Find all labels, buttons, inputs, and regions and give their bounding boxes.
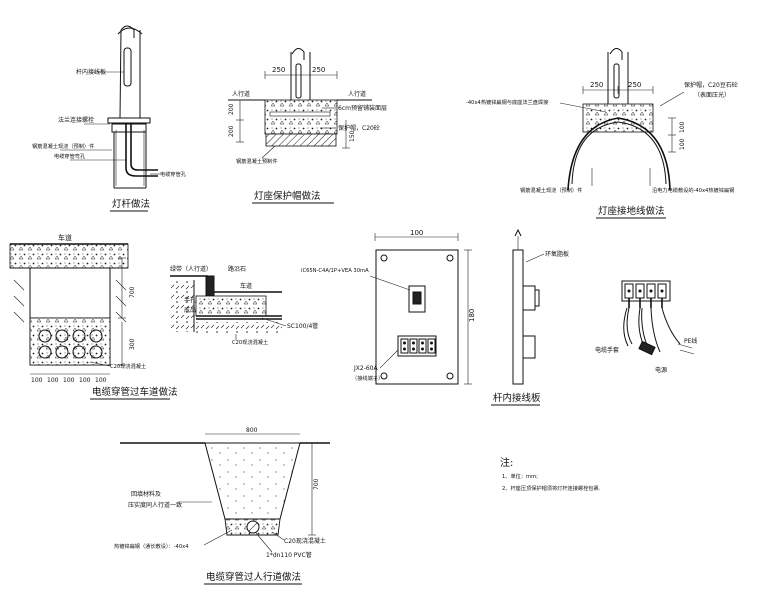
label-power-source: 电源 — [655, 366, 667, 374]
dim-road-w2: 100 — [47, 377, 59, 384]
dim-ground-h1: 100 — [679, 121, 686, 133]
dim-road-300: 300 — [129, 338, 136, 350]
label-sc-pipe: SC100/4管 — [287, 322, 318, 330]
note-item-1: 1、单位：mm; — [502, 472, 538, 480]
title-cap-method: 灯座保护帽做法 — [254, 190, 321, 202]
dim-cap-h3: 150 — [349, 130, 356, 142]
notes-block: 注: 1、单位：mm; 2、杆座压顶保护帽须将灯杆连接螺栓包裹. — [500, 456, 601, 492]
label-curb-road: 车道 — [240, 282, 252, 290]
notes-title: 注: — [500, 456, 513, 469]
title-ground-method: 灯座接地线做法 — [598, 205, 665, 217]
dim-ground-h2: 100 — [679, 138, 686, 150]
label-terminal-model: JX2-60A — [353, 365, 378, 372]
terminal-block — [400, 338, 436, 354]
label-pe-line: PE线 — [684, 337, 697, 345]
label-finished: 成品 — [184, 306, 196, 314]
label-cap-base: 钢筋混凝土预制件 — [236, 157, 278, 165]
label-sidewalk-right: 人行道 — [348, 90, 366, 98]
label-ground-cap-note: （表面压光） — [694, 91, 730, 99]
title-pole-method: 灯杆做法 — [112, 198, 150, 210]
label-road: 车道 — [58, 233, 72, 242]
sidewalk-crossing-detail: 800 700 回填材料及 压实度同人行道一致 热镀锌扁钢（通长敷设）：-40x… — [114, 427, 330, 585]
note-item-2: 2、杆座压顶保护帽须将灯杆连接螺栓包裹. — [502, 484, 601, 492]
label-galvanized-strip: 热镀锌扁钢（通长敷设）：-40x4 — [114, 542, 189, 550]
label-cap-concrete: 保护帽，C20砼 — [338, 124, 380, 132]
pole-detail: 杆内接线板 法兰连接螺栓 钢筋混凝土现浇（预制）件 电缆穿管弯孔 电缆穿管孔 灯… — [32, 25, 187, 212]
label-curb-concrete: C20现浇混凝土 — [232, 338, 268, 346]
label-ground-cap: 保护帽，C20豆石砼 — [684, 81, 738, 89]
label-breaker-model: iC65N-C4A/1P+VEA 30mA — [301, 268, 369, 274]
dim-sidewalk-top: 800 — [246, 427, 258, 434]
dim-sidewalk-depth: 700 — [313, 478, 320, 490]
cap-detail: 250 250 人行道 人行道 200 200 150 6cm预留铺装面层 保护… — [228, 48, 387, 204]
label-paving: 6cm预留铺装面层 — [338, 104, 387, 112]
dim-ground-left: 250 — [590, 81, 603, 89]
label-backfill: 回填材料及 — [131, 490, 161, 498]
label-backfill-compaction: 压实度同人行道一致 — [128, 501, 182, 509]
dim-cap-h1: 200 — [228, 103, 235, 115]
dim-ground-right: 250 — [628, 81, 641, 89]
title-board: 杆内接线板 — [493, 392, 541, 404]
label-sidewalk-concrete: C20现浇混凝土 — [284, 537, 326, 545]
label-cable-hole: 电缆穿管孔 — [160, 170, 187, 178]
dim-road-700: 700 — [129, 286, 136, 298]
label-road-concrete: C20现浇混凝土 — [110, 362, 146, 370]
label-cable-gland: 电缆手套 — [595, 346, 619, 354]
label-terminal-note: （接线端子） — [352, 374, 383, 382]
label-sidewalk-left: 人行道 — [232, 90, 250, 98]
dim-road-w4: 100 — [79, 377, 91, 384]
dim-cap-right: 250 — [312, 66, 325, 74]
title-road-method: 电缆穿管过车道做法 — [92, 386, 178, 398]
dim-road-w3: 100 — [63, 377, 75, 384]
dim-road-w1: 100 — [31, 377, 43, 384]
dim-board-width: 100 — [410, 229, 423, 237]
label-hand-hole: 手孔 — [184, 296, 196, 304]
label-pole-board: 杆内接线板 — [76, 68, 106, 76]
label-pole-base: 钢筋混凝土现浇（预制）件 — [32, 142, 94, 150]
road-crossing-detail: 车道 700 300 C20现浇混凝土 100 100 100 100 100 … — [9, 233, 178, 400]
label-ground-strip: 沿电力电缆敷设的-40x4热镀锌扁钢 — [652, 186, 734, 194]
board-side-detail: 环氧脂板 杆内接线板 — [491, 228, 569, 406]
board-front-detail: 100 180 iC65N-C4A/1P+VEA 30mA — [301, 229, 476, 385]
label-conduit-bend: 电缆穿管弯孔 — [54, 152, 86, 160]
label-ground-base: 钢筋混凝土现浇（预制）件 — [520, 186, 582, 194]
title-sidewalk-method: 电缆穿管过人行道做法 — [206, 571, 301, 583]
label-flange-bolt: 法兰连接螺栓 — [58, 116, 94, 124]
label-curb: 路沿石 — [228, 265, 246, 273]
curb-section-detail: 绿带（人行道） 路沿石 车道 手孔 成品 SC100/4管 C20现浇混凝土 — [170, 265, 318, 346]
label-ground-weld: -40x4热镀锌扁钢与底座法兰盘焊接 — [466, 98, 548, 106]
wiring-detail: 电缆手套 PE线 电源 — [595, 280, 697, 374]
ground-detail: 250 250 100 100 -40x4热镀锌扁钢与底座法兰盘焊接 保护帽，C… — [466, 48, 738, 219]
label-epoxy-board: 环氧脂板 — [545, 250, 569, 258]
dim-cap-h2: 200 — [228, 125, 235, 137]
label-pvc-pipe: 1*dn110 PVC管 — [266, 551, 312, 559]
dim-board-height: 180 — [468, 309, 476, 322]
dim-road-w5: 100 — [95, 377, 107, 384]
dim-cap-left: 250 — [272, 66, 285, 74]
label-green-belt: 绿带（人行道） — [170, 265, 212, 273]
